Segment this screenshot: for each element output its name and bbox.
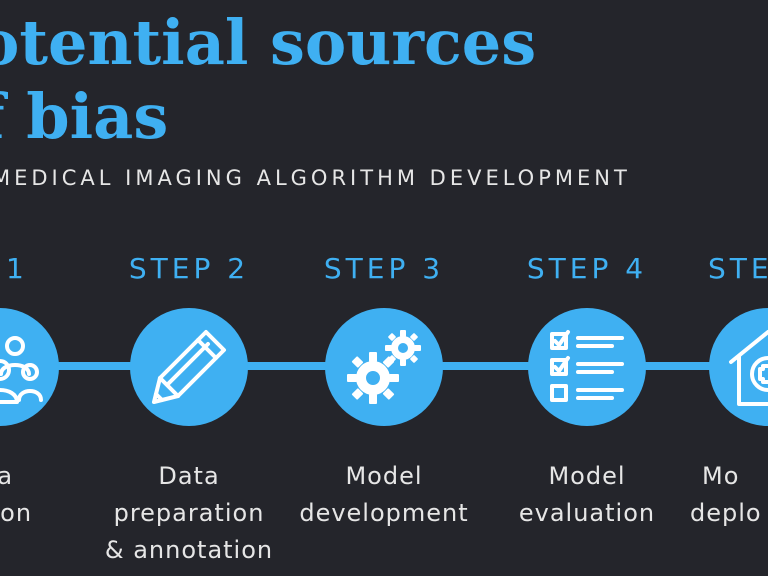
checklist-icon (550, 330, 624, 402)
subtitle: MEDICAL IMAGING ALGORITHM DEVELOPMENT (0, 166, 631, 190)
step-label: P 1 (0, 252, 28, 285)
title-line-2: f bias (0, 80, 169, 153)
step-circle (130, 308, 248, 426)
step-label: STEP 2 (128, 252, 250, 285)
step-circle (325, 308, 443, 426)
step-description: Mo deplo (690, 462, 762, 527)
step-label: STE (708, 252, 768, 285)
hospital-icon (729, 330, 768, 406)
step-circle (0, 308, 59, 426)
step-description: Data preparation & annotation (104, 462, 274, 564)
pencil-icon (152, 330, 226, 404)
step-label: STEP 3 (323, 252, 445, 285)
step-circle (709, 308, 768, 426)
step-circle (528, 308, 646, 426)
title-line-1: otential sources (0, 6, 537, 79)
people-icon (0, 336, 43, 404)
step-2: STEP 2 Data preparation & annotation (89, 0, 289, 576)
step-description: Model development (299, 462, 469, 527)
step-1: P 1 ta ction (0, 0, 100, 576)
step-label: STEP 4 (526, 252, 648, 285)
step-4: STEP 4 Model evaluat (487, 0, 687, 576)
gears-icon (347, 330, 421, 404)
step-description: Model evaluation (518, 462, 656, 527)
step-3: STEP 3 (284, 0, 484, 576)
step-description: ta ction (0, 462, 33, 527)
step-5: STE Mo deplo (668, 0, 768, 576)
